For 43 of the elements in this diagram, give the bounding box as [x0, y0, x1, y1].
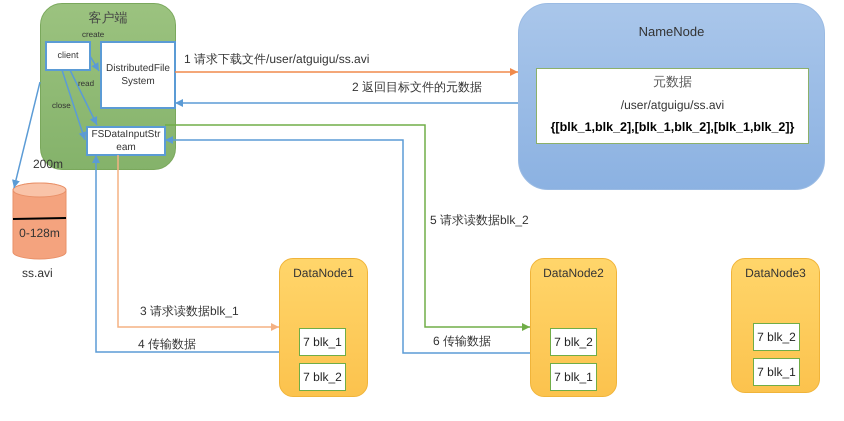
process-box: DistributedFileSystem [100, 41, 176, 109]
arrow [61, 70, 86, 140]
arrow [165, 136, 530, 354]
metadata-box [536, 68, 809, 144]
box-title: 元数据 [652, 73, 693, 91]
block-box: 7 blk_2 [753, 323, 800, 351]
node-title: NameNode [638, 24, 706, 39]
server-box [279, 258, 368, 397]
arrow [89, 56, 100, 72]
edge-label: 2 返回目标文件的元数据 [352, 80, 482, 94]
server-box [518, 3, 825, 190]
node-title: DataNode3 [744, 266, 807, 280]
metadata-text: {[blk_1,blk_2],[blk_1,blk_2],[blk_1,blk_2]} [550, 120, 796, 134]
edge-label: close [52, 101, 71, 111]
arrow [175, 68, 518, 76]
edge-label: 3 请求读数据blk_1 [140, 304, 239, 318]
block-box: 7 blk_1 [753, 358, 800, 386]
arrow [92, 155, 279, 353]
cylinder-label: 0-128m [18, 226, 61, 240]
edge-label: 6 传输数据 [433, 334, 492, 348]
node-title: DataNode1 [292, 266, 355, 280]
arrow [165, 124, 530, 331]
arrow [175, 99, 518, 107]
node-title: DataNode2 [542, 266, 605, 280]
arrow [117, 155, 279, 331]
node-label: ss.avi [22, 266, 53, 280]
server-box [530, 258, 617, 397]
block-box: 7 blk_1 [299, 328, 346, 356]
edge-label: 5 请求读数据blk_2 [430, 213, 529, 228]
process-box: FSDataInputStream [86, 126, 166, 156]
group-title: 客户端 [88, 9, 128, 27]
edge-label: read [78, 79, 94, 89]
edge-label: 1 请求下载文件/user/atguigu/ss.avi [184, 52, 370, 66]
metadata-text: /user/atguigu/ss.avi [620, 98, 726, 112]
edge-label: create [82, 30, 104, 40]
server-box [731, 258, 820, 393]
process-box: client [45, 41, 91, 71]
block-box: 7 blk_2 [299, 363, 346, 391]
arrow [12, 82, 41, 188]
edge-label: 4 传输数据 [138, 337, 196, 352]
arrow [69, 70, 98, 126]
block-box: 7 blk_2 [550, 328, 597, 356]
block-box: 7 blk_1 [550, 363, 597, 391]
